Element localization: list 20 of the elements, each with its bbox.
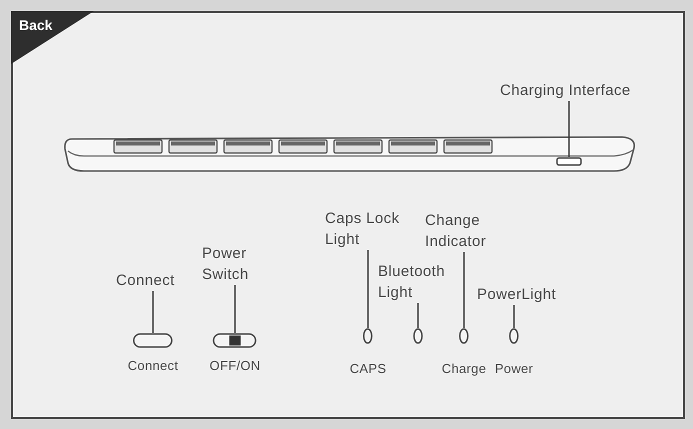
callout-text: Caps Lock Light [325, 208, 417, 250]
leader-line [513, 305, 515, 328]
leader-line [367, 250, 369, 328]
tab-label: Back [19, 17, 52, 33]
part-label: Connect [128, 358, 178, 373]
callout-text: Connect [116, 270, 175, 291]
part-label: OFF/ON [210, 358, 260, 373]
leader-line [463, 252, 465, 328]
part-label: Charge [442, 361, 486, 376]
leader-line [152, 291, 154, 333]
leader-line [568, 101, 570, 157]
leader-line [234, 285, 236, 333]
callout-text: Bluetooth Light [378, 261, 460, 303]
part-label: Power [494, 361, 534, 376]
part-label: CAPS [350, 361, 386, 376]
callout-text: Charging Interface [500, 80, 631, 101]
callout-text: Change Indicator [425, 210, 513, 252]
leader-line [417, 303, 419, 328]
callout-text: PowerLight [477, 284, 556, 305]
callout-text: Power Switch [202, 243, 264, 285]
